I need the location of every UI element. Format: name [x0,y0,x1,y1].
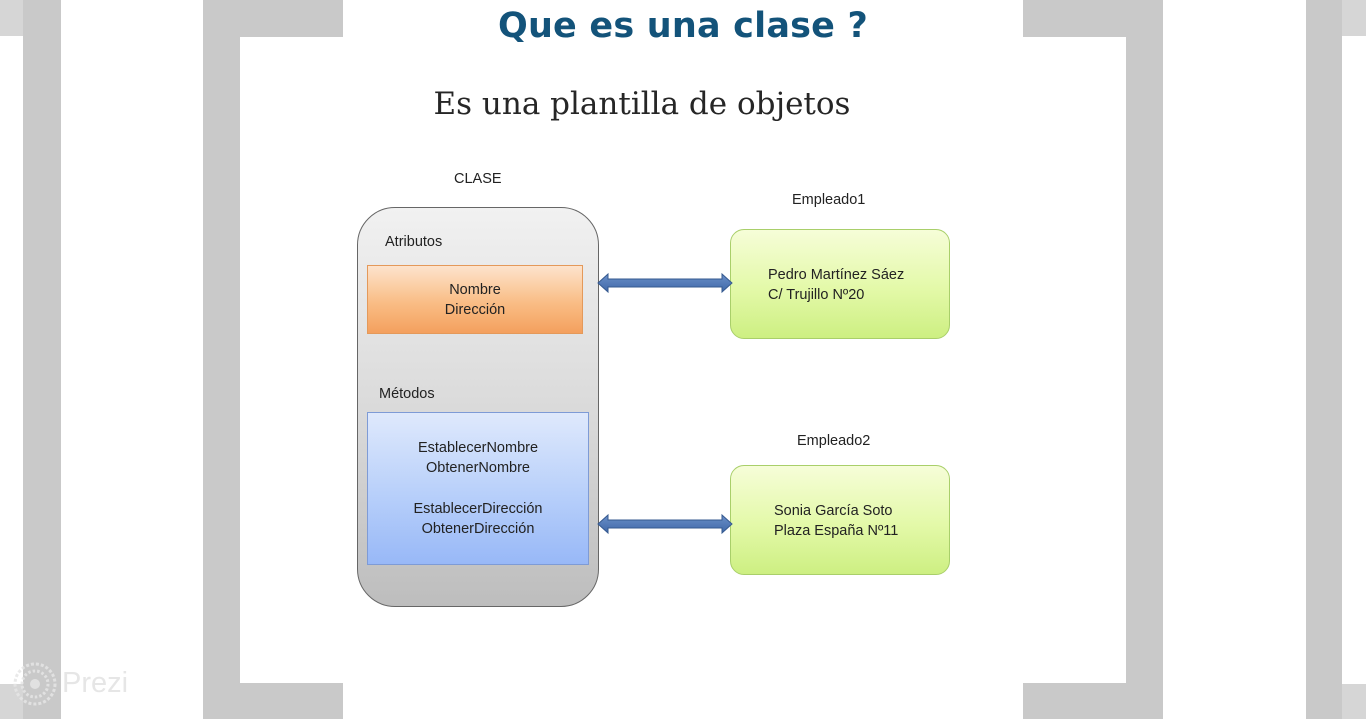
employee1-address: C/ Trujillo Nº20 [768,287,865,303]
attribute-item: Nombre [449,281,501,298]
method-item: ObtenerNombre [426,460,530,476]
attributes-label: Atributos [385,234,443,250]
employee1-box: Pedro Martínez Sáez C/ Trujillo Nº20 [730,229,950,339]
method-item: EstablecerNombre [417,439,539,456]
attributes-box: Nombre Dirección [367,265,583,334]
employee2-name: Sonia García Soto [774,503,893,519]
method-item: EstablecerDirección [413,500,543,517]
slide-subtitle: Es una plantilla de objetos [433,86,851,122]
class-label: CLASE [454,171,502,187]
methods-box: EstablecerNombre ObtenerNombre Establece… [367,412,589,565]
employee2-box: Sonia García Soto Plaza España Nº11 [730,465,950,575]
prezi-logo: Prezi [12,661,128,711]
attribute-item: Dirección [444,301,506,318]
employee1-name: Pedro Martínez Sáez [768,267,905,283]
methods-label: Métodos [379,386,435,402]
employee2-address: Plaza España Nº11 [774,523,899,539]
employee1-label: Empleado1 [792,192,866,208]
slide-title: Que es una clase ? [497,6,868,46]
employee2-label: Empleado2 [797,433,871,449]
double-arrow-icon [597,513,733,535]
prezi-logo-icon [13,662,57,706]
method-item: ObtenerDirección [421,521,535,537]
prezi-logo-text: Prezi [62,667,129,699]
double-arrow-icon [597,272,733,294]
